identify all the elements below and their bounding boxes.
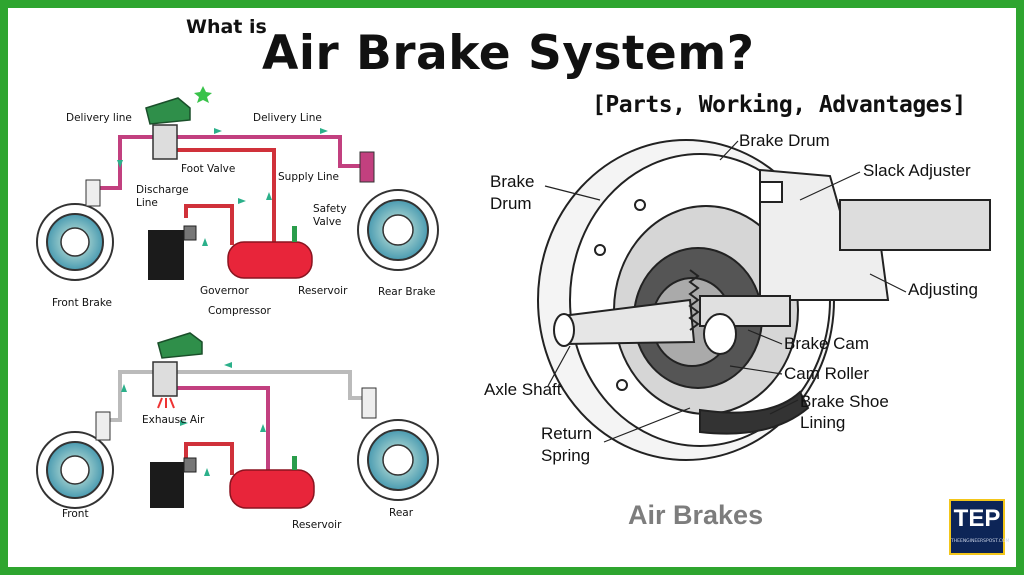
drum-caption: Air Brakes — [628, 500, 764, 530]
label-exhaust-air: Exhause Air — [142, 414, 205, 426]
page-title: Air Brake System? — [262, 26, 755, 81]
label-brake-shoe: Brake Shoe — [800, 392, 889, 411]
logo-text: TEP — [953, 505, 1001, 532]
pre-title: What is — [186, 16, 267, 38]
label-cam-roller: Cam Roller — [784, 364, 870, 383]
compressor — [148, 230, 184, 280]
logo-subtext: THEENGINEERSPOST.COM — [951, 539, 1010, 544]
front-brake-chamber — [85, 179, 101, 207]
label-delivery-line-right: Delivery Line — [253, 112, 322, 124]
drum-leader-lines — [544, 140, 907, 443]
label-reservoir: Reservoir — [298, 285, 348, 297]
label-front-brake: Front Brake — [52, 297, 113, 309]
label-adjusting: Adjusting — [908, 280, 978, 299]
label-reservoir-bottom: Reservoir — [292, 519, 342, 531]
label-brake-drum-left-2: Drum — [490, 194, 532, 213]
bottom-air-system — [36, 332, 439, 509]
label-axle-shaft: Axle Shaft — [484, 380, 562, 399]
label-governor: Governor — [200, 285, 249, 297]
bottom-reservoir-tank — [229, 469, 315, 509]
bottom-compressor — [150, 462, 184, 508]
label-compressor: Compressor — [208, 305, 271, 317]
safety-valve — [292, 226, 297, 242]
bottom-foot-pedal-icon — [157, 332, 203, 359]
label-delivery-line-left: Delivery line — [66, 112, 132, 124]
governor — [183, 225, 197, 241]
label-discharge-line: Line — [136, 197, 158, 209]
label-return: Return — [541, 424, 593, 443]
foot-pedal-icon — [145, 97, 191, 125]
site-logo[interactable]: TEP THEENGINEERSPOST.COM — [949, 499, 1010, 555]
label-slack-adjuster: Slack Adjuster — [863, 161, 971, 180]
label-brake-drum-top: Brake Drum — [739, 131, 830, 150]
label-rear-brake: Rear Brake — [378, 286, 436, 298]
label-brake-shoe-lining: Lining — [800, 413, 846, 432]
label-safety-valve: Valve — [313, 216, 342, 228]
reservoir-tank — [227, 241, 313, 279]
star-icon — [194, 86, 212, 103]
label-front: Front — [62, 508, 89, 520]
label-safety: Safety — [313, 203, 347, 215]
brake-drum-illustration — [537, 139, 991, 461]
label-brake-drum-left: Brake — [490, 172, 535, 191]
label-brake-cam: Brake Cam — [784, 334, 870, 353]
label-discharge: Discharge — [136, 184, 189, 196]
label-return-spring: Spring — [541, 446, 591, 465]
label-foot-valve: Foot Valve — [181, 163, 236, 175]
page-subtitle: [Parts, Working, Advantages] — [592, 92, 966, 118]
foot-valve — [152, 124, 178, 160]
rear-brake-chamber — [359, 151, 375, 183]
label-rear: Rear — [389, 507, 414, 519]
top-air-system — [36, 86, 439, 281]
label-supply-line: Supply Line — [278, 171, 340, 183]
